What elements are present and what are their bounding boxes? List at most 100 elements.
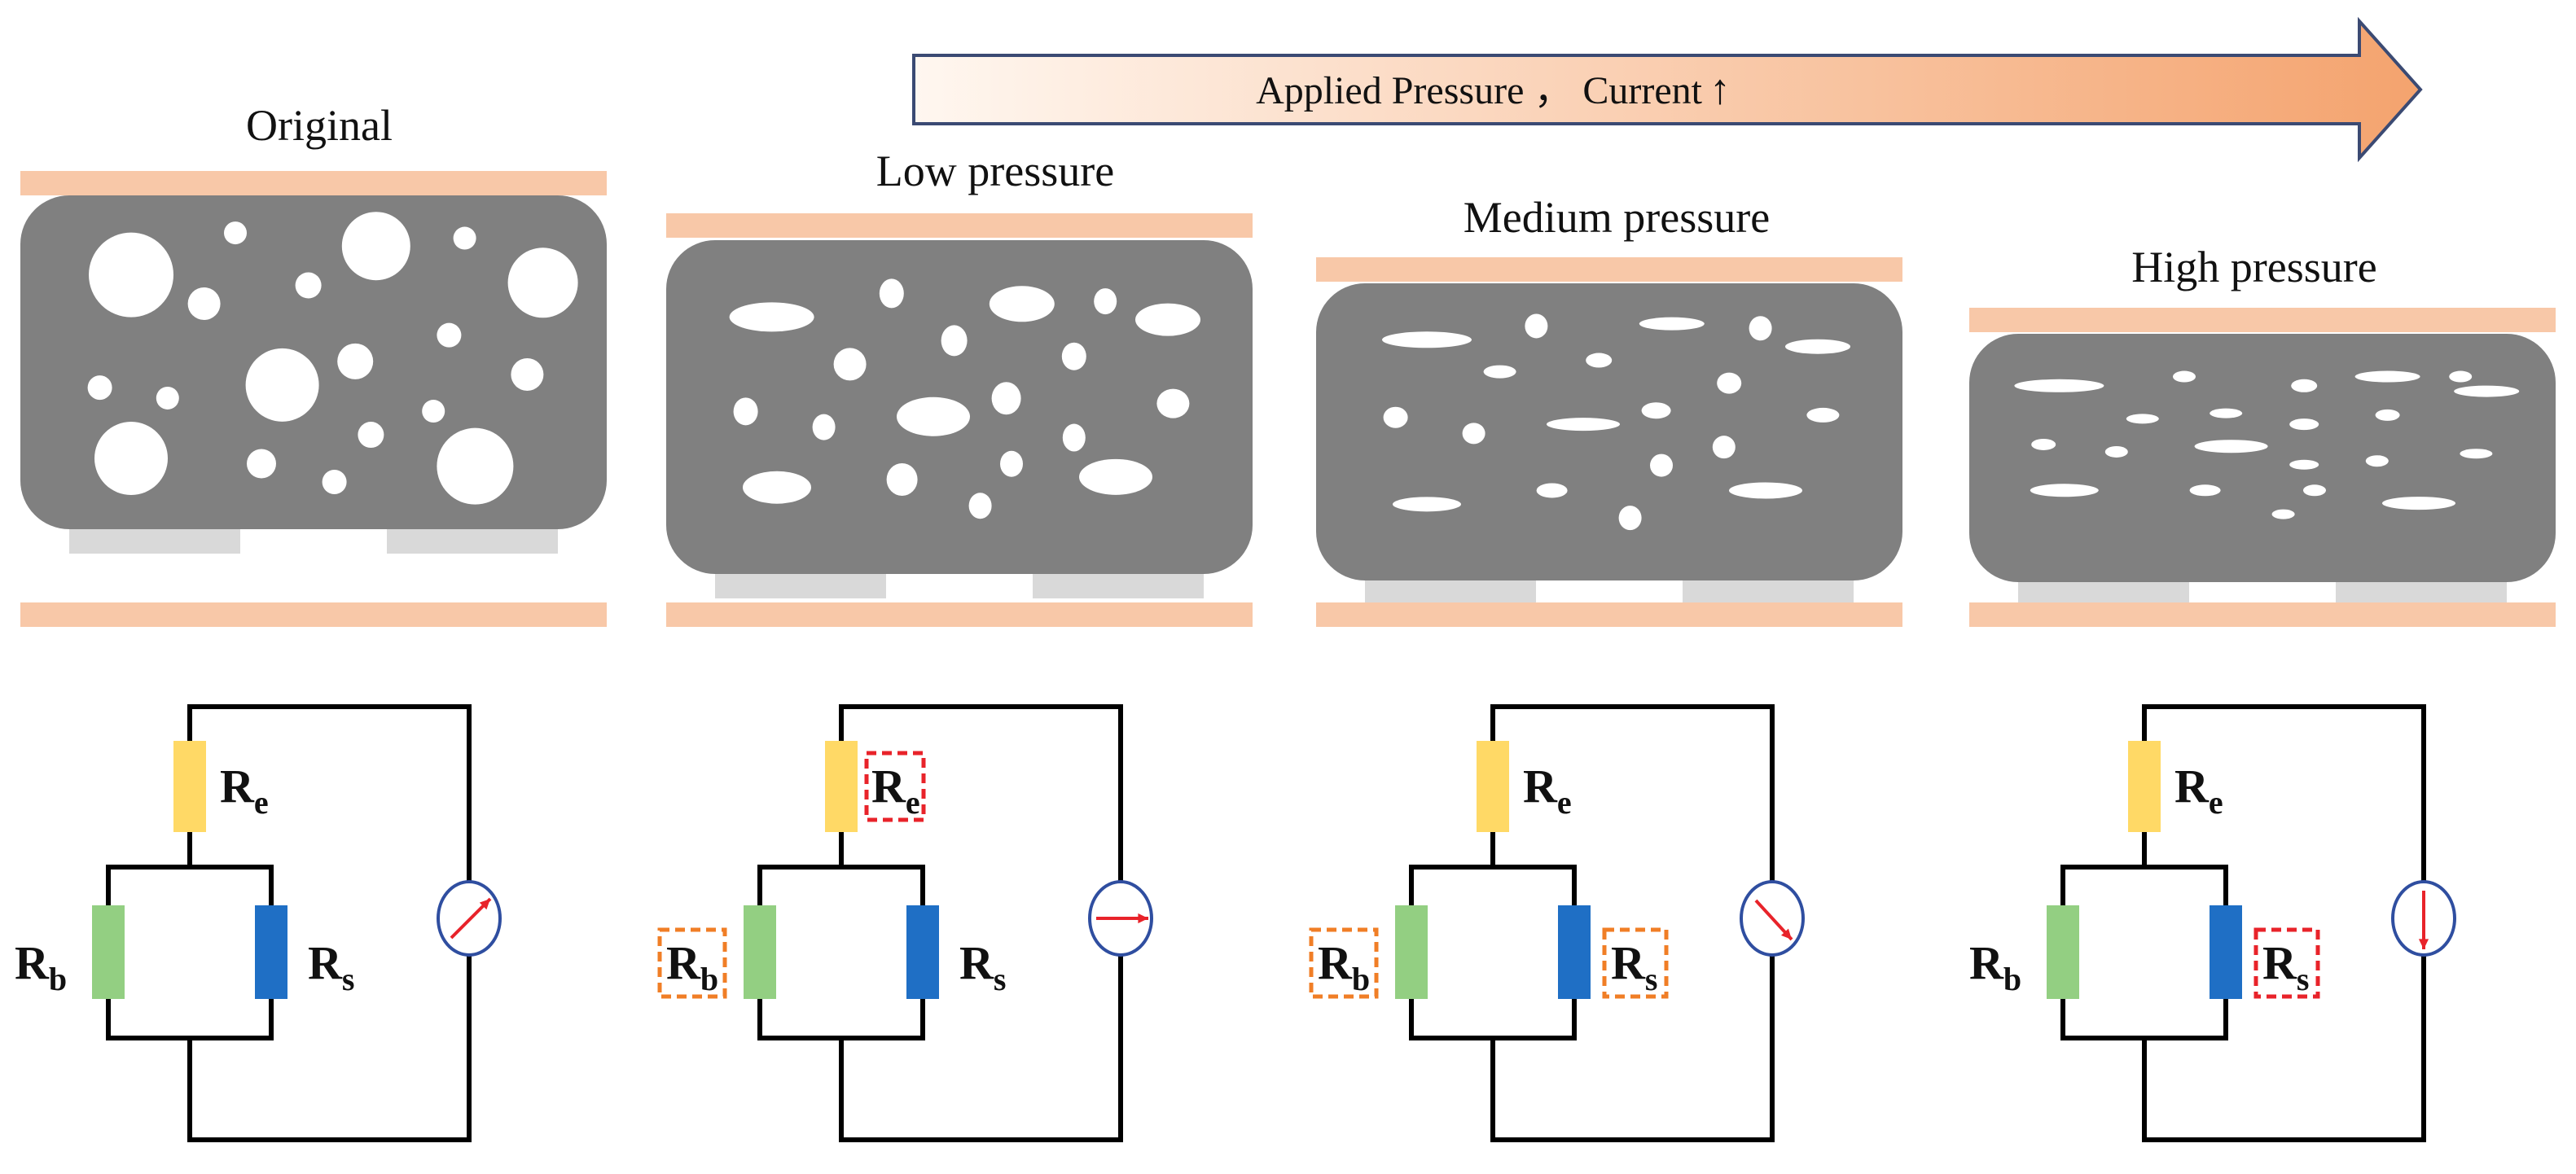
pore xyxy=(1547,418,1620,431)
label-rb-subscript: b xyxy=(49,961,67,997)
top-plate xyxy=(666,213,1253,238)
bottom-plate xyxy=(20,602,607,627)
label-rs-subscript: s xyxy=(994,961,1007,997)
pore xyxy=(89,232,173,318)
pore xyxy=(1806,407,1840,423)
pore xyxy=(733,397,758,426)
pore xyxy=(989,286,1055,322)
resistor-rb xyxy=(92,905,125,999)
resistor-rb xyxy=(2047,905,2079,999)
pore xyxy=(2189,484,2221,497)
top-plate xyxy=(1316,257,1902,282)
wire-bottom-branch xyxy=(2060,997,2228,1040)
pore xyxy=(2194,440,2268,453)
pore xyxy=(247,449,276,479)
label-re: Re xyxy=(1523,760,1572,821)
arrow-label: Applied Pressure ， Current xyxy=(1256,69,1703,112)
sponge-medium xyxy=(1316,257,1902,627)
wire-bottom-branch xyxy=(106,997,274,1040)
pore xyxy=(156,386,179,410)
pore xyxy=(94,422,168,496)
pore xyxy=(2382,497,2455,510)
pore xyxy=(1094,288,1117,315)
label-rb-subscript: b xyxy=(700,961,718,997)
label-rs: Rs xyxy=(2262,936,2309,997)
resistor-rb xyxy=(744,905,776,999)
wire-top-branch xyxy=(1409,865,1577,905)
pore xyxy=(507,248,578,318)
pore xyxy=(2454,385,2520,397)
wire-top-branch xyxy=(757,865,925,905)
pore xyxy=(337,343,374,379)
pore xyxy=(2365,455,2389,467)
pore xyxy=(941,325,968,357)
bottom-plate xyxy=(666,602,1253,627)
current-up-arrow-icon: ↑ xyxy=(1709,67,1731,113)
pore xyxy=(295,272,322,299)
label-rb-subscript: b xyxy=(2003,961,2021,997)
resistor-rs xyxy=(255,905,287,999)
label-re-subscript: e xyxy=(254,784,269,821)
pore xyxy=(87,375,112,401)
panel-title-original: Original xyxy=(246,101,393,150)
dial-needle-head xyxy=(1780,928,1792,940)
top-plate xyxy=(20,171,607,195)
label-re-subscript: e xyxy=(1557,784,1572,821)
pore xyxy=(833,348,867,381)
pore xyxy=(511,357,544,391)
pore xyxy=(1393,497,1461,512)
pore xyxy=(1536,483,1568,498)
pore xyxy=(1383,406,1408,428)
pore xyxy=(2014,379,2104,392)
pore xyxy=(2449,370,2473,383)
pore xyxy=(358,422,384,449)
label-rs: Rs xyxy=(959,936,1006,997)
pore xyxy=(2289,459,2319,470)
wire-bottom-branch xyxy=(1409,997,1577,1040)
pore xyxy=(1712,436,1736,459)
label-re: Re xyxy=(871,760,920,821)
pore xyxy=(2031,438,2056,450)
pore xyxy=(1586,353,1613,368)
sponge-high xyxy=(1969,308,2556,627)
label-rb: Rb xyxy=(666,936,718,997)
dial-needle-head xyxy=(2418,939,2429,949)
label-rb: Rb xyxy=(1318,936,1370,997)
pore xyxy=(245,348,319,422)
pore xyxy=(1062,423,1086,452)
pore xyxy=(879,278,904,309)
highlight-rs xyxy=(1602,927,1669,999)
wire-bottom-branch xyxy=(757,997,925,1040)
resistor-re xyxy=(825,741,858,832)
label-rb: Rb xyxy=(1969,936,2021,997)
porous-sponge xyxy=(1316,283,1902,580)
label-re: Re xyxy=(2174,760,2223,821)
pore xyxy=(2375,409,2400,421)
pore xyxy=(2289,418,2319,431)
pore xyxy=(729,302,814,332)
sponge-original xyxy=(20,171,607,627)
resistor-rs xyxy=(2210,905,2242,999)
highlight-rb xyxy=(657,927,727,999)
wire-top-branch xyxy=(106,865,274,905)
label-rs-subscript: s xyxy=(2297,961,2310,997)
label-re-subscript: e xyxy=(2209,784,2223,821)
pore xyxy=(1156,388,1190,418)
label-rs-subscript: s xyxy=(342,961,355,997)
pore xyxy=(968,493,992,519)
pore xyxy=(1462,423,1485,445)
pore xyxy=(187,287,221,321)
resistor-re xyxy=(1477,741,1509,832)
bottom-plate xyxy=(1316,602,1902,627)
label-rs: Rs xyxy=(308,936,354,997)
pore xyxy=(886,463,918,497)
pore xyxy=(1382,331,1472,348)
pore xyxy=(2271,509,2295,519)
label-rs-subscript: s xyxy=(1645,961,1658,997)
highlight-rs xyxy=(2253,927,2320,999)
pore xyxy=(2030,484,2099,497)
